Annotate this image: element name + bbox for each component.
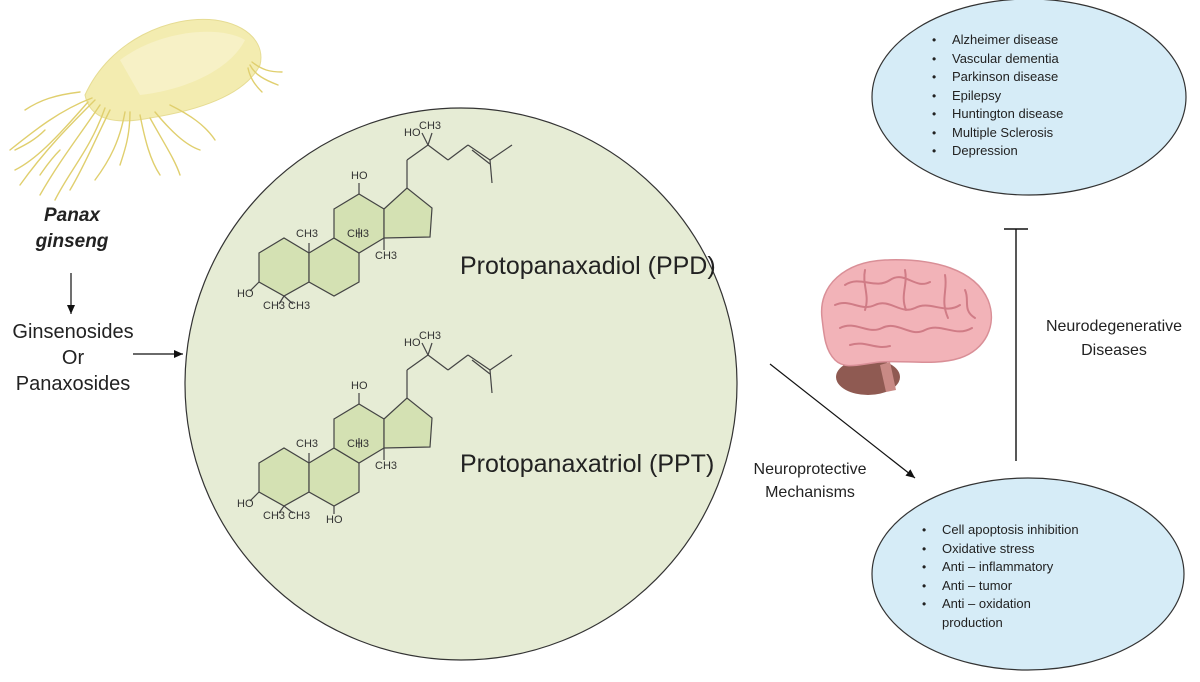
ppt-c12-ho: HO bbox=[351, 380, 368, 392]
mechanism-item: Anti – oxidation production bbox=[918, 595, 1062, 632]
brain-illustration bbox=[820, 259, 993, 395]
ppt-ch3-c: CH3 bbox=[375, 460, 398, 472]
ppd-side-ho: HO bbox=[404, 127, 421, 139]
disease-item: Parkinson disease bbox=[928, 68, 1108, 87]
ginsenosides-label: Ginsenosides Or Panaxosides bbox=[0, 319, 146, 397]
ppt-side-ch3: CH3 bbox=[419, 330, 442, 342]
neuroprotective-line-1: Neuroprotective bbox=[753, 461, 867, 478]
disease-item: Depression bbox=[928, 142, 1108, 161]
plant-name: Panax ginseng bbox=[20, 203, 124, 255]
mechanisms-list: Cell apoptosis inhibition Oxidative stre… bbox=[918, 521, 1103, 632]
ppt-ch3-b: CH3 bbox=[347, 438, 370, 450]
ppt-c6-ho: HO bbox=[326, 514, 343, 526]
inhibition-line bbox=[1004, 228, 1028, 461]
ppt-name: Protopanaxatriol (PPT) bbox=[460, 450, 715, 478]
neurodegenerative-line-2: Diseases bbox=[1081, 342, 1147, 359]
ppd-c12-ho: HO bbox=[351, 170, 368, 182]
ppt-gem-ch3: CH3 CH3 bbox=[263, 510, 311, 522]
plant-species: ginseng bbox=[35, 231, 109, 252]
disease-item: Vascular dementia bbox=[928, 50, 1108, 69]
ppd-name: Protopanaxadiol (PPD) bbox=[460, 252, 716, 280]
ppd-ch3-c: CH3 bbox=[375, 250, 398, 262]
ppd-ch3-a: CH3 bbox=[296, 228, 319, 240]
mechanism-item: Anti – tumor bbox=[918, 577, 1103, 596]
ppt-c3-ho: HO bbox=[237, 498, 254, 510]
mechanism-item: Anti – inflammatory bbox=[918, 558, 1103, 577]
neurodegenerative-label: Neurodegenerative Diseases bbox=[1034, 315, 1194, 363]
ginsenosides-line-2: Or bbox=[61, 347, 85, 369]
neuroprotective-line-2: Mechanisms bbox=[765, 484, 855, 501]
ginsenoside-structures-circle bbox=[184, 107, 738, 661]
disease-item: Epilepsy bbox=[928, 87, 1108, 106]
ppt-structure bbox=[249, 342, 513, 514]
ginsenosides-line-1: Ginsenosides bbox=[12, 321, 134, 343]
ginseng-root-illustration bbox=[9, 18, 283, 201]
mechanism-item: Oxidative stress bbox=[918, 540, 1103, 559]
ppt-side-ho: HO bbox=[404, 337, 421, 349]
disease-item: Huntington disease bbox=[928, 105, 1108, 124]
mechanism-item: Cell apoptosis inhibition bbox=[918, 521, 1103, 540]
ginsenosides-line-3: Panaxosides bbox=[15, 373, 131, 395]
ppd-side-ch3: CH3 bbox=[419, 120, 442, 132]
diseases-list: Alzheimer disease Vascular dementia Park… bbox=[928, 31, 1108, 161]
ppd-structure bbox=[249, 132, 513, 305]
ppt-ch3-a: CH3 bbox=[296, 438, 319, 450]
ppd-gem-ch3: CH3 CH3 bbox=[263, 300, 311, 312]
ppd-ch3-b: CH3 bbox=[347, 228, 370, 240]
neurodegenerative-line-1: Neurodegenerative bbox=[1045, 318, 1183, 335]
neuroprotective-label: Neuroprotective Mechanisms bbox=[740, 458, 880, 504]
plant-genus: Panax bbox=[44, 205, 100, 226]
ppd-c3-ho: HO bbox=[237, 288, 254, 300]
disease-item: Multiple Sclerosis bbox=[928, 124, 1108, 143]
arrow-circle-to-mechanisms bbox=[769, 363, 916, 479]
disease-item: Alzheimer disease bbox=[928, 31, 1108, 50]
